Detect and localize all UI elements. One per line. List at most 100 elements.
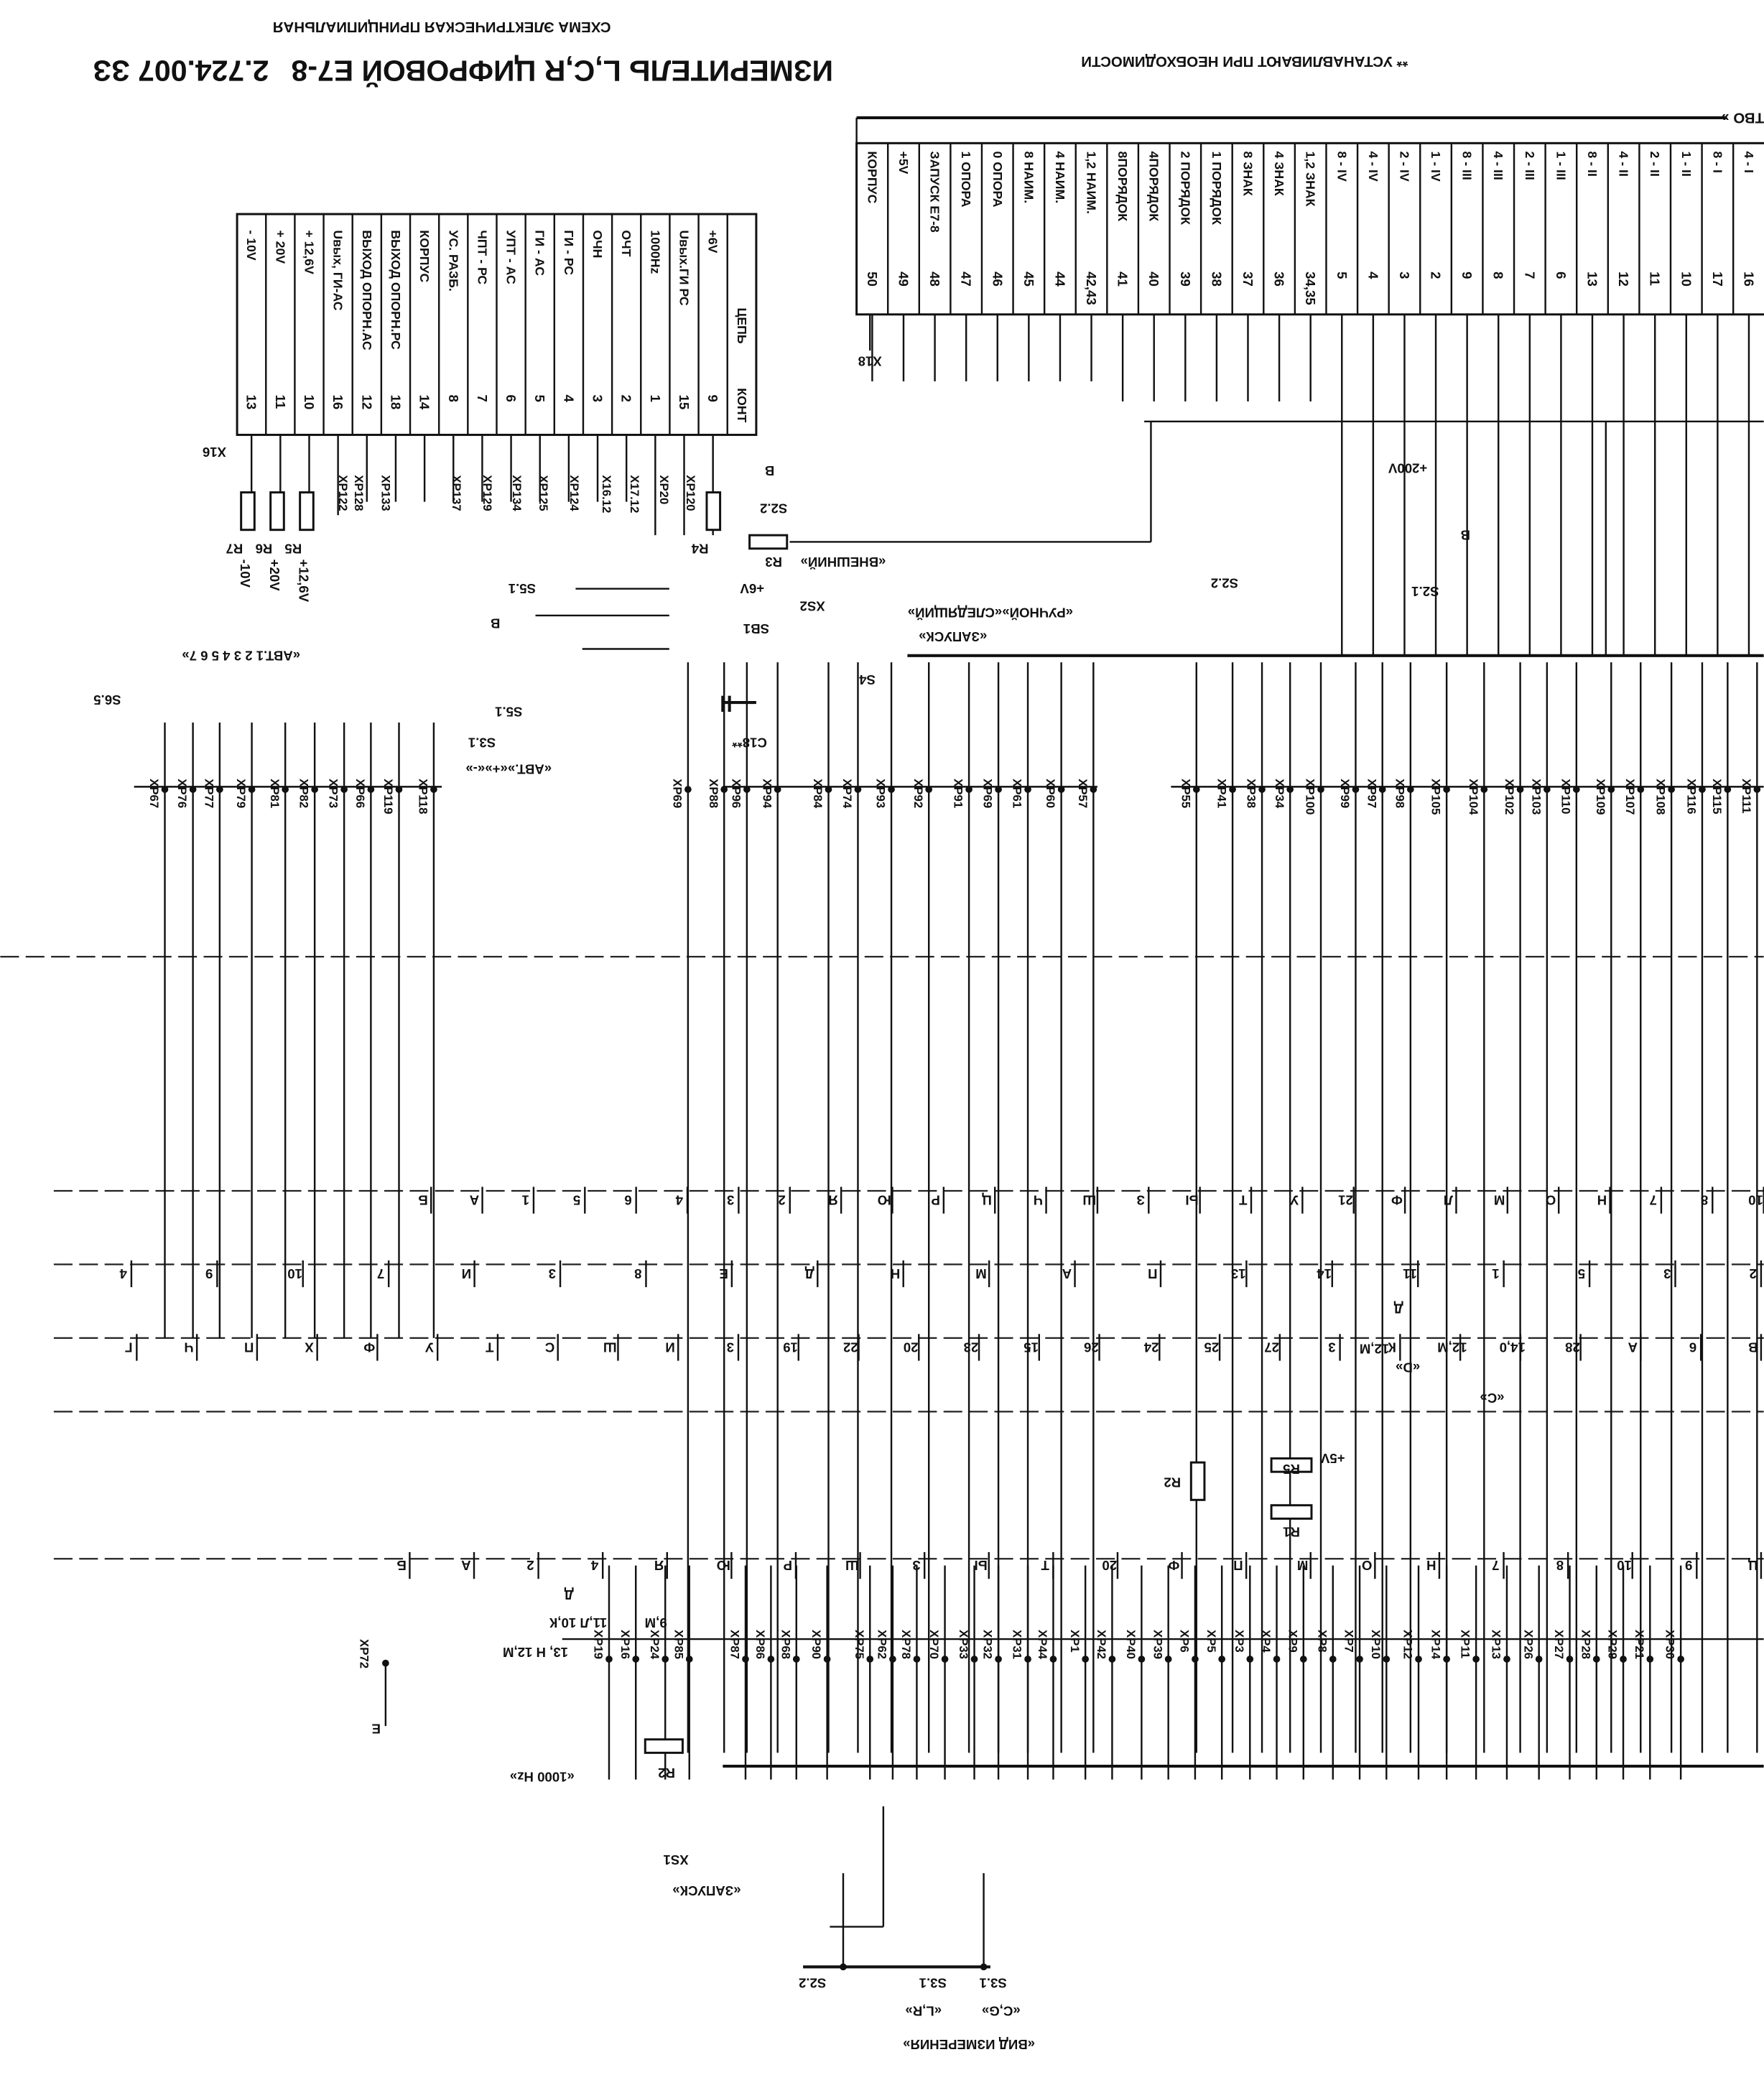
junction-dot: [1415, 1656, 1422, 1663]
pin-letter: Г: [124, 1340, 132, 1355]
label-s51b: S5.1: [495, 705, 522, 720]
pin-letter: И: [665, 1340, 674, 1355]
x16-circuit-name: +6V: [706, 230, 720, 253]
junction-dot: [1535, 1656, 1543, 1663]
pin-letter: Ф: [363, 1340, 375, 1355]
junction-dot: [685, 1656, 693, 1663]
pin-letter: 3: [549, 1266, 556, 1281]
pin-letter: Ы: [974, 1558, 987, 1573]
resistor: [269, 491, 285, 532]
junction-dot: [367, 786, 375, 793]
junction-dot: [382, 1659, 389, 1667]
connector-label-middle: XP74: [840, 779, 854, 809]
connector-label-middle: XP102: [1503, 779, 1516, 814]
x18-contact-number: 16: [1741, 271, 1756, 287]
pin-letter: 7: [1650, 1193, 1657, 1208]
x16-circuit-name: + 20V: [273, 230, 287, 264]
x16-pin-label: XP137: [450, 475, 463, 511]
junction-dot: [925, 786, 933, 793]
connector-label-middle: XP109: [1594, 779, 1607, 814]
connector-label-lower: XP32: [981, 1630, 995, 1659]
x16-contact-number: 7: [475, 395, 490, 402]
x16-contact-number: 18: [388, 395, 403, 410]
pin-letter: 10: [1748, 1193, 1763, 1208]
x16-pin-label: XP125: [537, 475, 550, 511]
x16-contact-number: 11: [273, 395, 288, 409]
pin-letter: О: [1546, 1193, 1556, 1208]
x18-contact-number: 17: [1710, 271, 1725, 287]
x18-contact-number: 50: [865, 271, 880, 287]
x18-circuit-name: 2 - IV: [1397, 152, 1411, 182]
x18-circuit-name: 1,2 НАИМ.: [1085, 152, 1099, 214]
x16-circuit-name: ВЫХОД ОПОРН.АС: [360, 230, 374, 351]
label-s22a: S2.2: [760, 501, 787, 516]
pin-letter: А: [1628, 1340, 1637, 1355]
x18-circuit-name: 8 - IV: [1334, 152, 1349, 182]
connector-label-lower: XP8: [1315, 1630, 1329, 1653]
connector-label-lower: XP10: [1369, 1630, 1383, 1659]
pin-letter: Ф: [1168, 1558, 1179, 1573]
pin-letter: Н: [1426, 1558, 1436, 1573]
pin-letter: 23: [963, 1340, 978, 1355]
pin-letter: Ч: [1034, 1193, 1043, 1208]
pin-letter: С: [545, 1340, 554, 1355]
pin-letter: М: [1297, 1558, 1309, 1573]
label-r2b: R2: [658, 1765, 675, 1781]
junction-dot: [1668, 786, 1675, 793]
connector-label-middle: XP41: [1215, 779, 1229, 808]
junction-dot: [995, 1656, 1002, 1663]
pin-letter: Х: [305, 1340, 314, 1355]
junction-dot: [1753, 786, 1761, 793]
connector-label-lower: XP29: [1606, 1630, 1620, 1659]
connector-label-lower: XP85: [672, 1630, 685, 1659]
pin-letter: Я: [654, 1558, 664, 1573]
label-auto17: «АВТ.1 2 3 4 5 6 7»: [182, 648, 300, 663]
resistor: [705, 491, 722, 532]
label-r1: R1: [1283, 1525, 1300, 1540]
connector-label-middle: XP94: [760, 779, 774, 809]
junction-dot: [1352, 786, 1360, 793]
pin-letter: Л: [1444, 1193, 1453, 1208]
pin-letter: Ю: [717, 1558, 730, 1573]
resistor-r3: [748, 534, 789, 550]
connector-label-middle: XP82: [297, 779, 311, 808]
pin-letter: 7: [377, 1266, 384, 1281]
label-lr: «L,R»: [905, 2003, 942, 2018]
junction-dot: [792, 1656, 800, 1663]
x18-circuit-name: 8 НАИМ.: [1021, 152, 1036, 204]
pin-letter: 28: [1565, 1340, 1580, 1355]
x18-contact-number: 36: [1272, 271, 1287, 287]
pin-letter: Д: [804, 1266, 814, 1281]
connector-label-middle: XP116: [1685, 779, 1699, 814]
connector-label-middle: XP81: [268, 779, 282, 808]
connector-label-lower: XP4: [1259, 1630, 1273, 1653]
pin-letter: 26: [1084, 1340, 1099, 1355]
junction-dot: [1082, 1656, 1090, 1663]
connector-label-middle: XP76: [175, 779, 189, 808]
connector-label-lower: XP11: [1459, 1630, 1472, 1658]
x16-contact-number: 14: [417, 395, 432, 410]
connector-label-middle: XP77: [202, 779, 215, 808]
junction-dot: [1620, 1656, 1627, 1663]
pin-letter: 3: [727, 1340, 734, 1355]
x18-circuit-name: 8 - I: [1710, 152, 1724, 173]
connector-label-lower: XP30: [1663, 1630, 1677, 1659]
connector-label-middle: XP100: [1304, 779, 1317, 814]
pin-letter: 1: [1492, 1266, 1499, 1281]
x18-contact-number: 11: [1648, 271, 1663, 286]
pin-letter: 10: [287, 1266, 302, 1281]
x18-contact-number: 34,35: [1303, 271, 1318, 305]
x18-contact-number: 44: [1052, 271, 1067, 287]
drawing-title: ИЗМЕРИТЕЛЬ L,C,R ЦИФРОВОЙ Е7-8: [292, 55, 833, 88]
connector-label-middle: XP79: [234, 779, 248, 808]
label-s21: S2.1: [1411, 584, 1439, 599]
x16-header-circuit: ЦЕПЬ: [735, 307, 749, 343]
label-c18: C18**: [732, 735, 767, 750]
label-start1: «ЗАПУСК»: [919, 629, 987, 644]
connector-label-lower: XP28: [1579, 1630, 1592, 1659]
junction-dot: [1192, 1656, 1199, 1663]
x18-circuit-name: 1 - III: [1554, 152, 1568, 180]
pin-letter: И: [462, 1266, 471, 1281]
connector-label-middle: XP92: [911, 779, 925, 808]
label-manual: «РУЧНОЙ»«СЛЕДЯЩИЙ»: [908, 605, 1073, 621]
